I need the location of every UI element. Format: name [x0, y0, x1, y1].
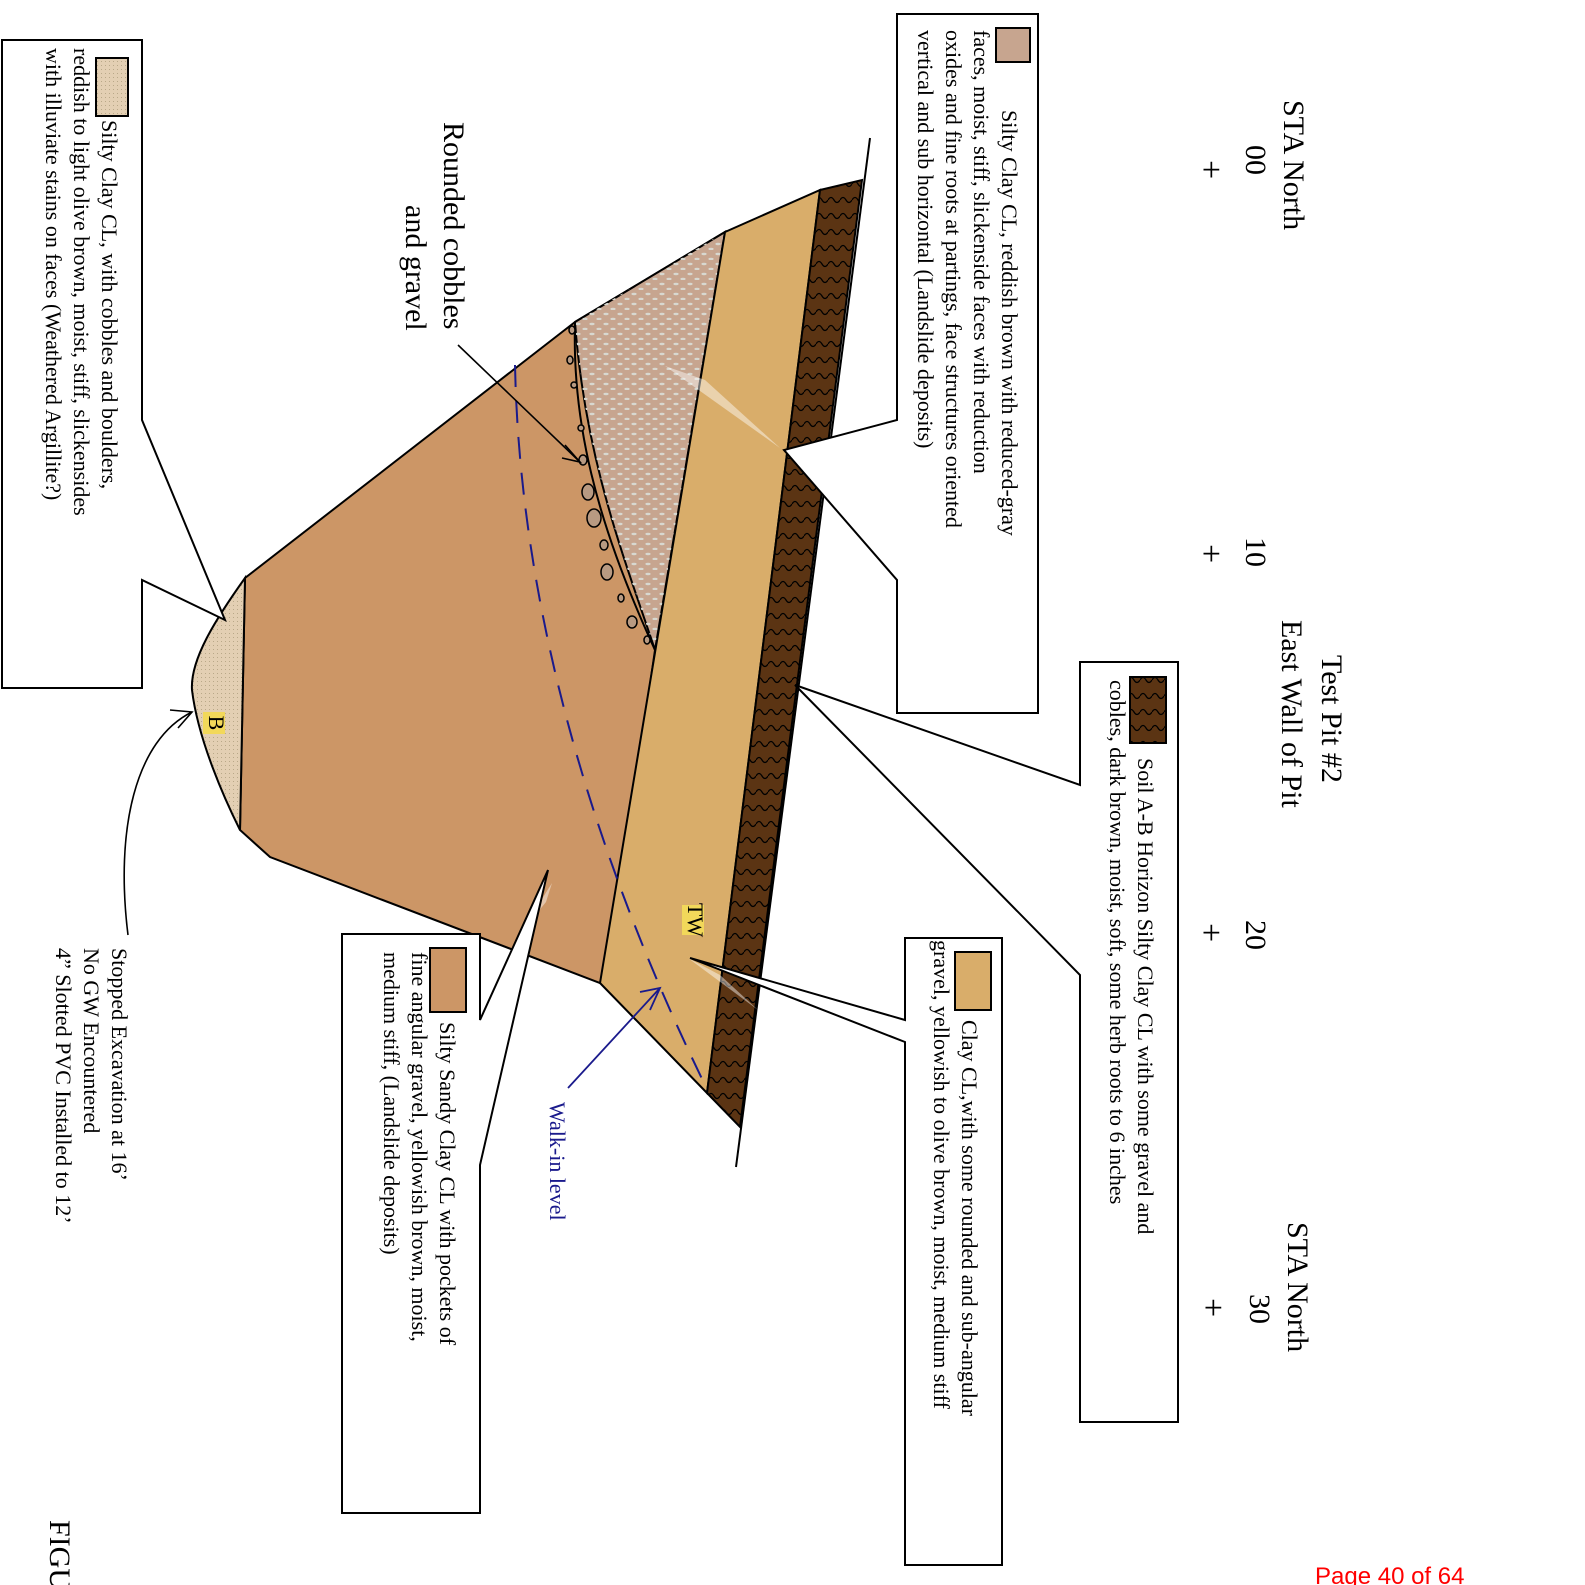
title-line2: East Wall of Pit — [1275, 620, 1308, 809]
legend-text-line: cobles, dark brown, moist, soft, some he… — [1105, 680, 1130, 1204]
legend-swatch-silty-sandy-clay — [429, 947, 467, 1013]
legend-box-silty-clay-reddish: Silty Clay CL, reddish brown with reduce… — [782, 13, 1039, 714]
legend-box-soil-ab: Soil A-B Horizon Silty Clay CL with some… — [794, 661, 1179, 1423]
legend-text-line: Silty Clay CL, with cobbles and boulders… — [97, 120, 122, 489]
cobble — [586, 508, 602, 528]
cobble — [581, 483, 595, 501]
marker-b: B — [203, 712, 229, 734]
cobble — [643, 635, 651, 645]
legend-text-line: gravel, yellowish to olive brown, moist,… — [929, 940, 954, 1410]
soil-ab-horizon-layer — [705, 178, 864, 1130]
cobbles-leader — [457, 344, 581, 463]
station-label: STA North — [1277, 100, 1310, 230]
stopped-annotation: Stopped Excavation at 16’ No GW Encounte… — [51, 709, 194, 1224]
station-30: STA North 30 + — [1194, 1222, 1314, 1352]
legend-text-line: reddish to light olive brown, moist, sti… — [69, 48, 94, 516]
station-value: 00 — [1239, 145, 1272, 175]
legend-text-line: oxides and fine roots at partings, face … — [941, 30, 966, 528]
legend-swatch-silty-clay-reddish — [995, 27, 1031, 63]
walk-in-leader — [567, 987, 661, 1089]
legend-swatch-soil-ab — [1129, 676, 1167, 744]
marker-b-label: B — [204, 716, 229, 731]
cobble — [626, 615, 638, 629]
legend-text-line: Clay CL,with some rounded and sub-angula… — [957, 1020, 982, 1417]
legend-text-line: Soil A-B Horizon Silty Clay CL with some… — [1133, 758, 1158, 1234]
station-mark: + — [1194, 1298, 1231, 1317]
figure-label: FIGURE 2 — [43, 1520, 76, 1585]
stopped-leader — [123, 711, 193, 936]
title-line1: Test Pit #2 — [1315, 655, 1348, 783]
marker-tw-label: TW — [683, 903, 708, 937]
cobble — [617, 593, 625, 603]
legend-text-line: vertical and sub horizontal (Landslide d… — [913, 30, 938, 449]
cobble — [570, 381, 578, 389]
stopped-line2: No GW Encountered — [79, 948, 104, 1133]
callout-wedge-clay — [688, 958, 758, 1010]
cobbles-label-line1: Rounded cobbles — [437, 122, 470, 329]
cobble — [600, 563, 614, 581]
legend-box-silty-clay-boulders: Silty Clay CL, with cobbles and boulders… — [1, 39, 227, 689]
cobble — [578, 454, 588, 466]
station-0: STA North 00 + — [1192, 100, 1310, 230]
station-value: 10 — [1239, 537, 1272, 567]
cobbles — [566, 325, 651, 645]
cobble — [599, 539, 609, 551]
walk-in-label: Walk-in level — [545, 1102, 570, 1221]
station-mark: + — [1192, 544, 1229, 563]
walk-in-level-curve — [514, 364, 706, 1086]
cobbles-arrow-head — [561, 444, 583, 464]
cobble — [566, 355, 574, 365]
stopped-line1: Stopped Excavation at 16’ — [107, 948, 132, 1181]
page-number: Page 40 of 64 — [1315, 1563, 1464, 1585]
legend-text-line: Silty Clay CL, reddish brown with reduce… — [997, 110, 1022, 536]
cobble — [577, 424, 585, 432]
legend-text-line: faces, moist, stiff, slickenside faces w… — [969, 30, 994, 474]
station-10: 10 + — [1192, 537, 1272, 567]
legend-text-line: with illuviate stains on faces (Weathere… — [41, 48, 66, 500]
legend-swatch-silty-clay-boulders — [95, 57, 129, 117]
cobble-contact-line — [573, 321, 656, 651]
station-20: 20 + — [1192, 920, 1272, 950]
legend-box-silty-sandy-clay: Silty Sandy Clay CL with pockets of fine… — [341, 869, 549, 1514]
stopped-arrow-head — [169, 709, 194, 729]
walk-in-arrow-head — [639, 986, 662, 1011]
station-label: STA North — [1281, 1222, 1314, 1352]
legend-text-line: medium stiff, (Landslide deposits) — [379, 952, 404, 1255]
cobbles-label-line2: and gravel — [399, 205, 432, 331]
ground-surface-line — [735, 137, 871, 1168]
legend-text-line: fine angular gravel, yellowish brown, mo… — [407, 952, 432, 1342]
silty-clay-boulders-layer — [190, 574, 247, 831]
legend-swatch-clay-cl — [954, 951, 992, 1011]
title-block: Test Pit #2 East Wall of Pit — [1275, 620, 1348, 809]
legend-text-line: Silty Sandy Clay CL with pockets of — [435, 1022, 460, 1346]
station-value: 30 — [1243, 1294, 1276, 1324]
station-value: 20 — [1239, 920, 1272, 950]
walk-in-annotation: Walk-in level — [545, 986, 662, 1221]
callout-wedge-reddish — [665, 366, 780, 448]
cross-section — [190, 137, 871, 1168]
marker-tw: TW — [682, 903, 708, 937]
cobble — [568, 325, 576, 335]
cobbles-annotation: Rounded cobbles and gravel — [399, 122, 583, 464]
legend-box-clay-cl: Clay CL,with some rounded and sub-angula… — [689, 937, 1003, 1566]
silty-clay-reddish-texture — [575, 232, 725, 650]
stopped-line3: 4” Slotted PVC Installed to 12’ — [51, 948, 76, 1224]
station-mark: + — [1192, 923, 1229, 942]
station-mark: + — [1192, 160, 1229, 179]
